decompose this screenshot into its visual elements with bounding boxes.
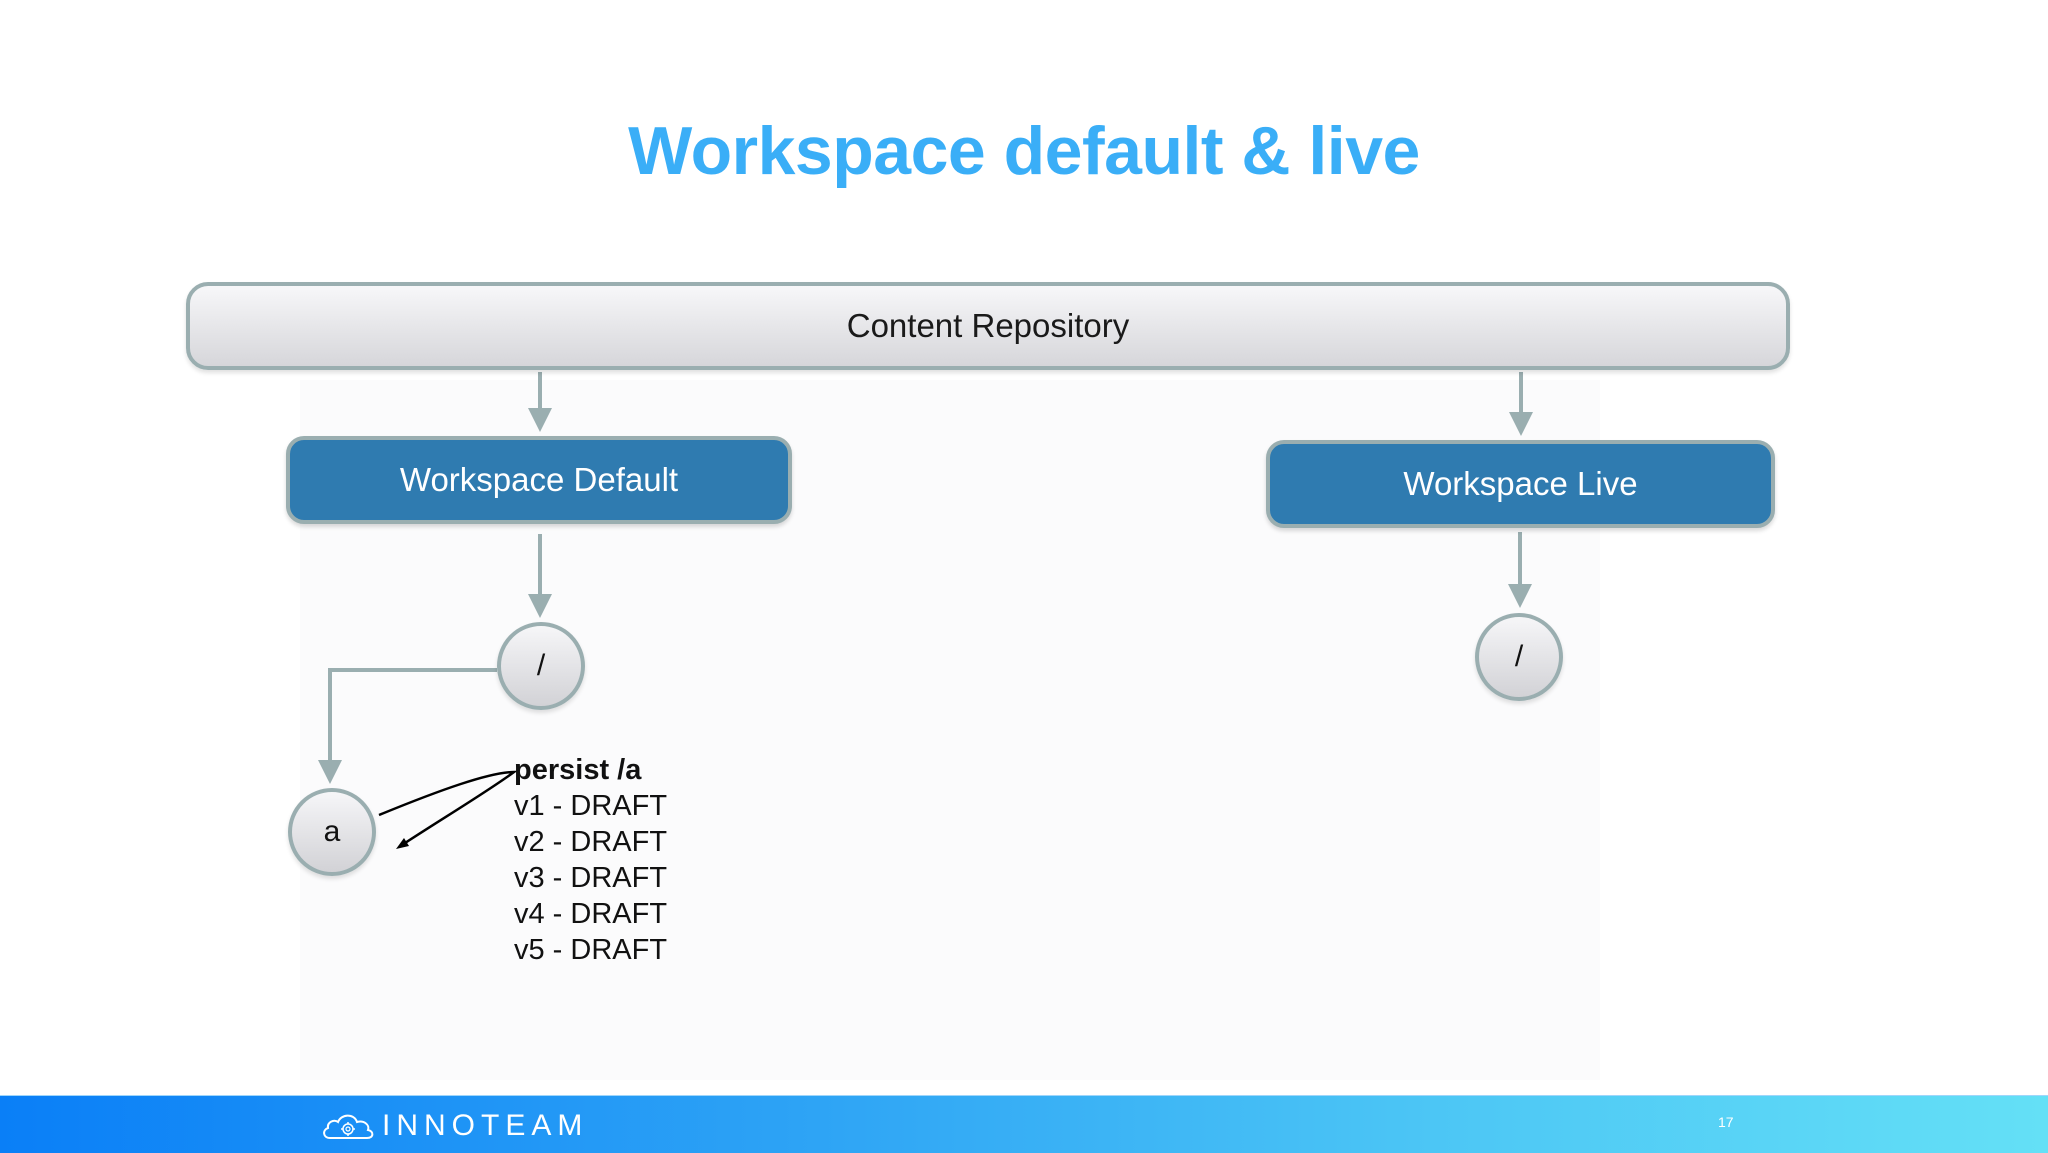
brand-name: INNOTEAM (382, 1109, 589, 1142)
workspace-default-label: Workspace Default (399, 461, 679, 498)
footer-bar: INNOTEAM 17 (0, 1095, 2048, 1153)
default-root-node: / (497, 622, 585, 710)
content-repository-box: Content Repository (186, 282, 1790, 370)
version-item: v2 - DRAFT (514, 826, 668, 858)
version-item: v1 - DRAFT (514, 790, 668, 822)
live-root-label: / (1514, 640, 1524, 673)
slide-title: Workspace default & live (628, 113, 1420, 189)
default-root-label: / (536, 649, 546, 682)
version-item: v5 - DRAFT (514, 934, 668, 966)
version-item: v4 - DRAFT (514, 898, 668, 930)
cloud-gear-icon (323, 1114, 374, 1139)
workspace-live-box: Workspace Live (1266, 440, 1775, 528)
content-repository-label: Content Repository (846, 307, 1130, 344)
workspace-default-box: Workspace Default (286, 436, 792, 524)
page-number: 17 (1718, 1114, 1734, 1130)
version-list: persist /a v1 - DRAFT v2 - DRAFT v3 - DR… (514, 752, 667, 968)
brand-logo: INNOTEAM (320, 1109, 588, 1143)
child-node-a: a (288, 788, 376, 876)
child-node-label: a (323, 815, 341, 848)
workspace-live-label: Workspace Live (1403, 465, 1638, 502)
version-item: v3 - DRAFT (514, 862, 668, 894)
live-root-node: / (1475, 613, 1563, 701)
persist-operation-label: persist /a (514, 754, 642, 786)
